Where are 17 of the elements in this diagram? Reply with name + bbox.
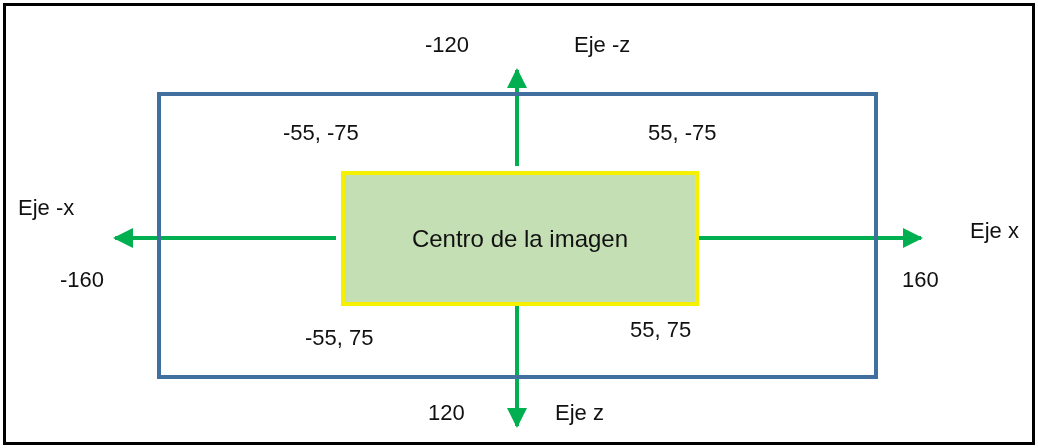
arrow [507,68,527,166]
axis-label: Eje -z [574,32,631,58]
axis-label: 120 [428,400,465,426]
axis-label: -55, -75 [283,120,359,146]
center-box [341,171,699,306]
node-label: Centro de la imagen [411,224,629,253]
axis-label: 55, 75 [630,317,692,343]
outer-rectangle [157,92,878,379]
axis-label: Eje -x [18,195,75,221]
axis-label: Eje z [555,400,604,426]
axis-label: -120 [425,32,470,58]
axis-label: 160 [902,267,939,293]
axis-label: 55, -75 [648,120,717,146]
axis-label: -160 [60,267,105,293]
axis-label: Eje x [970,218,1019,244]
axis-label: -55, 75 [305,325,374,351]
arrow [113,228,336,248]
